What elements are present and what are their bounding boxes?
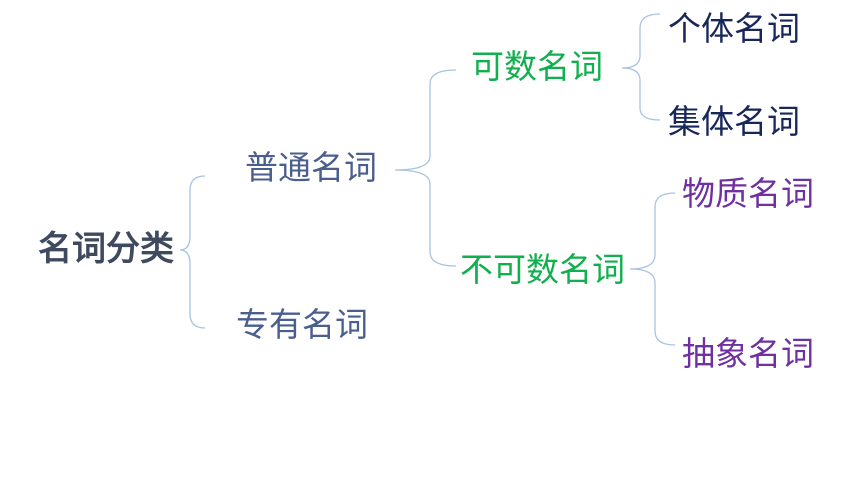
node-individual-noun: 个体名词 [668,9,800,48]
node-collective-noun: 集体名词 [668,102,800,141]
brace-root [179,175,206,329]
brace-common [394,69,457,267]
node-abstract-noun: 抽象名词 [682,334,814,373]
node-proper-noun: 专有名词 [236,305,368,344]
brace-uncountable [629,192,676,346]
root-node-noun-classification: 名词分类 [38,229,174,269]
node-material-noun: 物质名词 [682,174,814,213]
node-uncountable-noun: 不可数名词 [460,250,625,289]
brace-countable [621,13,661,121]
node-countable-noun: 可数名词 [471,47,603,86]
node-common-noun: 普通名词 [245,148,377,187]
